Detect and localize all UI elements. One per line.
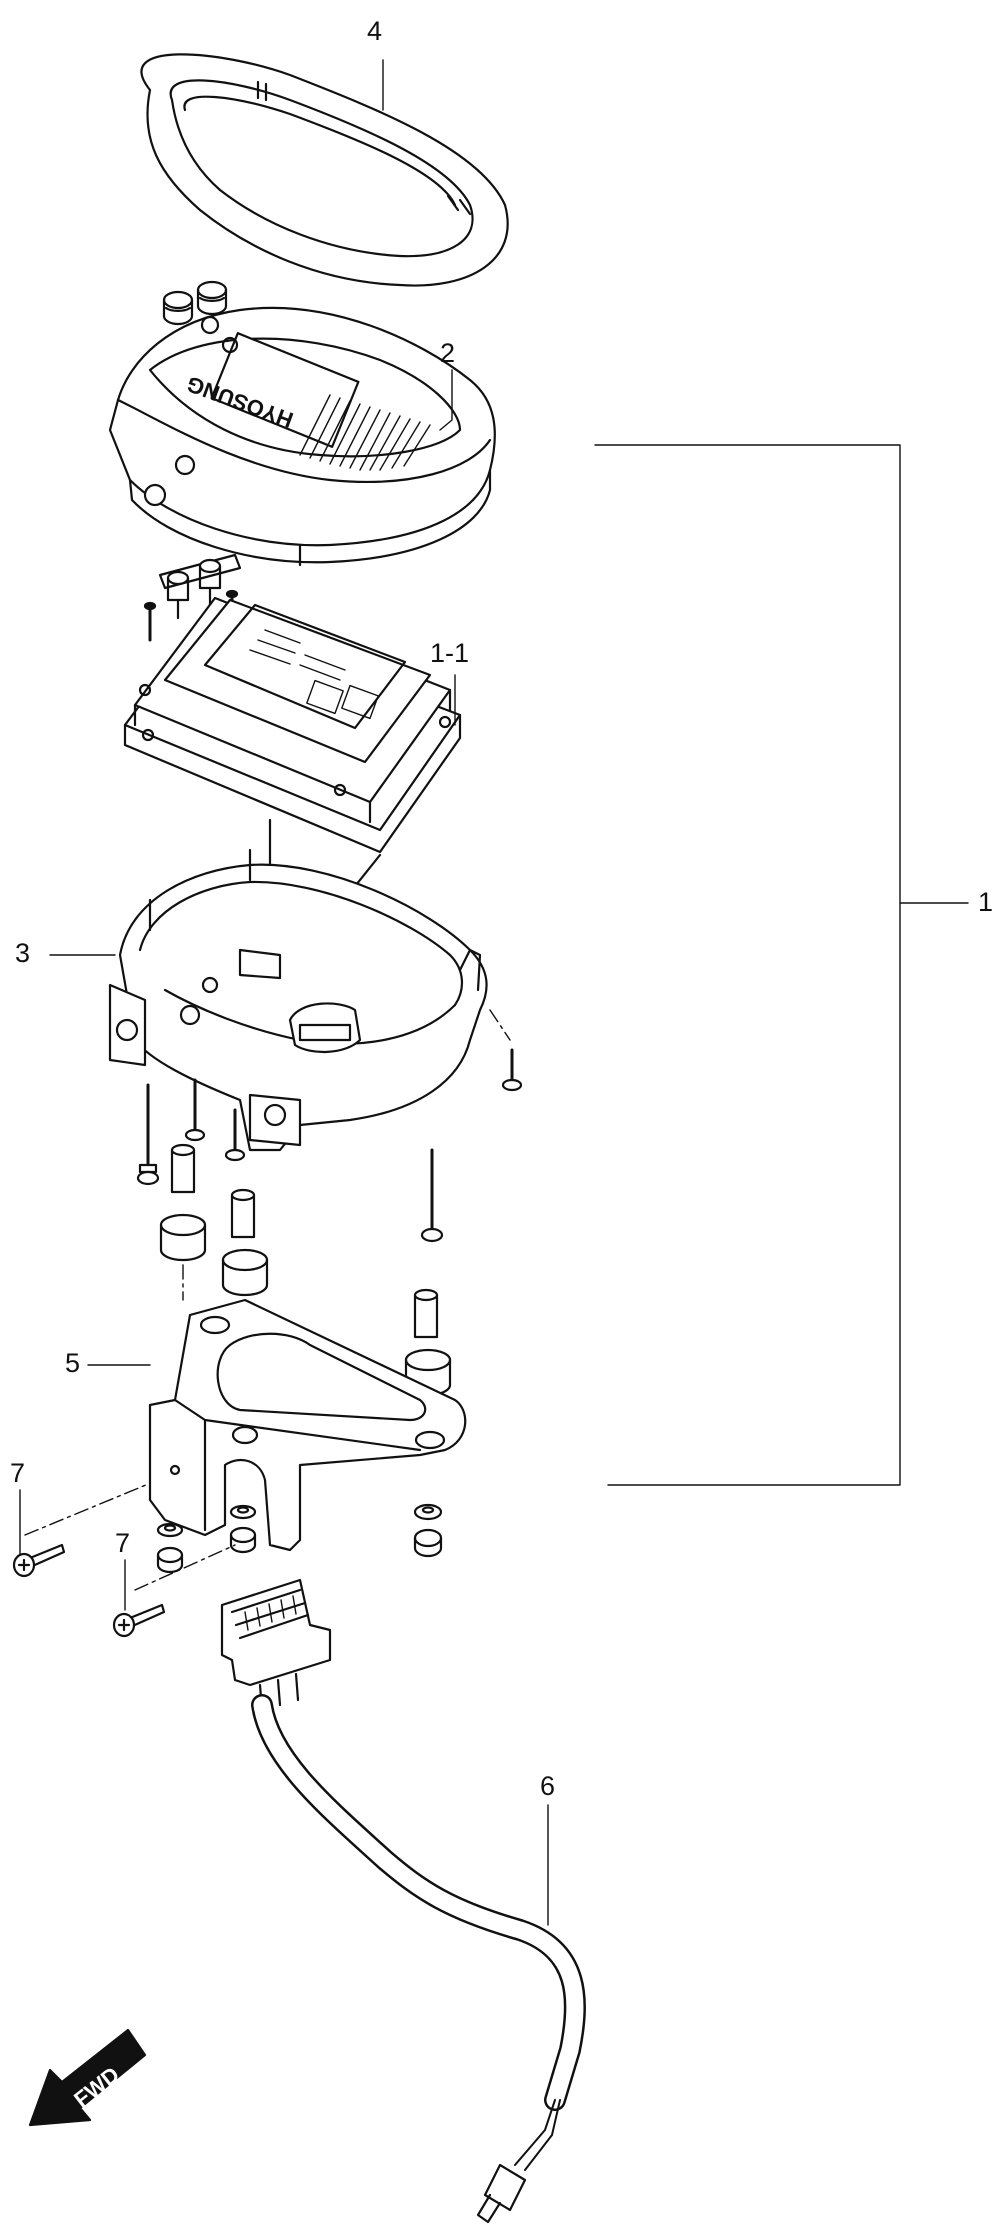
indicator-bracket — [143, 553, 242, 642]
part-4-rim — [140, 53, 509, 287]
callout-2: 2 — [440, 338, 456, 368]
part-7-screws — [12, 1543, 166, 1638]
callout-7-right: 7 — [115, 1528, 131, 1558]
callout-7-left: 7 — [10, 1458, 26, 1488]
part-2-upper-cover: HYOSUNG — [108, 306, 496, 567]
part-6-harness — [220, 1578, 586, 2224]
callout-3: 3 — [15, 938, 31, 968]
spacers-grommets — [159, 1143, 452, 1397]
fwd-arrow-icon: FWD — [28, 2028, 147, 2127]
washers-nuts — [156, 1503, 443, 1574]
callout-5: 5 — [65, 1348, 81, 1378]
case-screws — [136, 1048, 523, 1243]
part-1-1-lcd-board — [123, 596, 462, 912]
grommets-top — [162, 280, 228, 326]
callout-1: 1 — [978, 887, 994, 917]
part-3-lower-case — [108, 848, 488, 1152]
callout-6: 6 — [540, 1771, 556, 1801]
leader-lines — [19, 59, 969, 1926]
part-5-bracket — [148, 1298, 467, 1552]
callout-4: 4 — [367, 16, 383, 46]
callout-1-1: 1-1 — [430, 638, 470, 668]
